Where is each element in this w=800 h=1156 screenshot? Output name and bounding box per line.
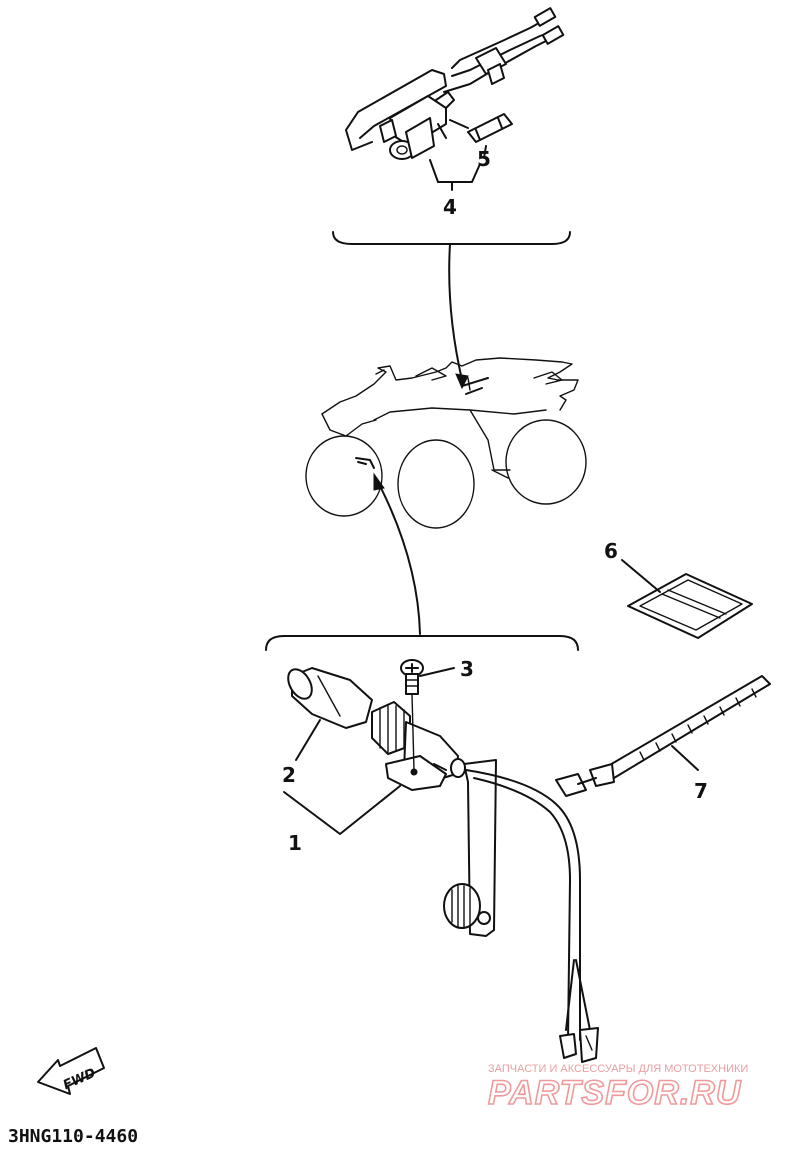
callout-7: 7 [694,779,708,803]
ignition-coil-assembly [345,7,565,191]
forward-arrow-icon: FWD [37,1047,105,1095]
label-sticker [621,559,753,639]
upper-leader-line [448,243,463,381]
callout-4: 4 [443,195,457,219]
watermark-tagline: ЗАПЧАСТИ И АКСЕССУАРЫ ДЛЯ МОТОТЕХНИКИ [488,1063,748,1075]
upper-group-bracket [332,231,571,245]
callout-2: 2 [282,763,296,787]
callout-6: 6 [604,539,618,563]
watermark: ЗАПЧАСТИ И АКСЕССУАРЫ ДЛЯ МОТОТЕХНИКИ PA… [487,1063,748,1113]
drawing-code: 3HNG110-4460 [8,1126,138,1147]
watermark-brand: PARTSFOR.RU [488,1074,742,1112]
lower-group-bracket [265,635,579,651]
cable-tie [555,675,771,797]
fuse [467,113,513,143]
callout-3: 3 [460,657,474,681]
switch-assembly [283,659,599,1063]
lower-leader-line [377,481,421,635]
atv-outline [305,357,587,529]
bolt [400,659,424,695]
callout-5: 5 [477,147,491,171]
callout-1: 1 [288,831,302,855]
